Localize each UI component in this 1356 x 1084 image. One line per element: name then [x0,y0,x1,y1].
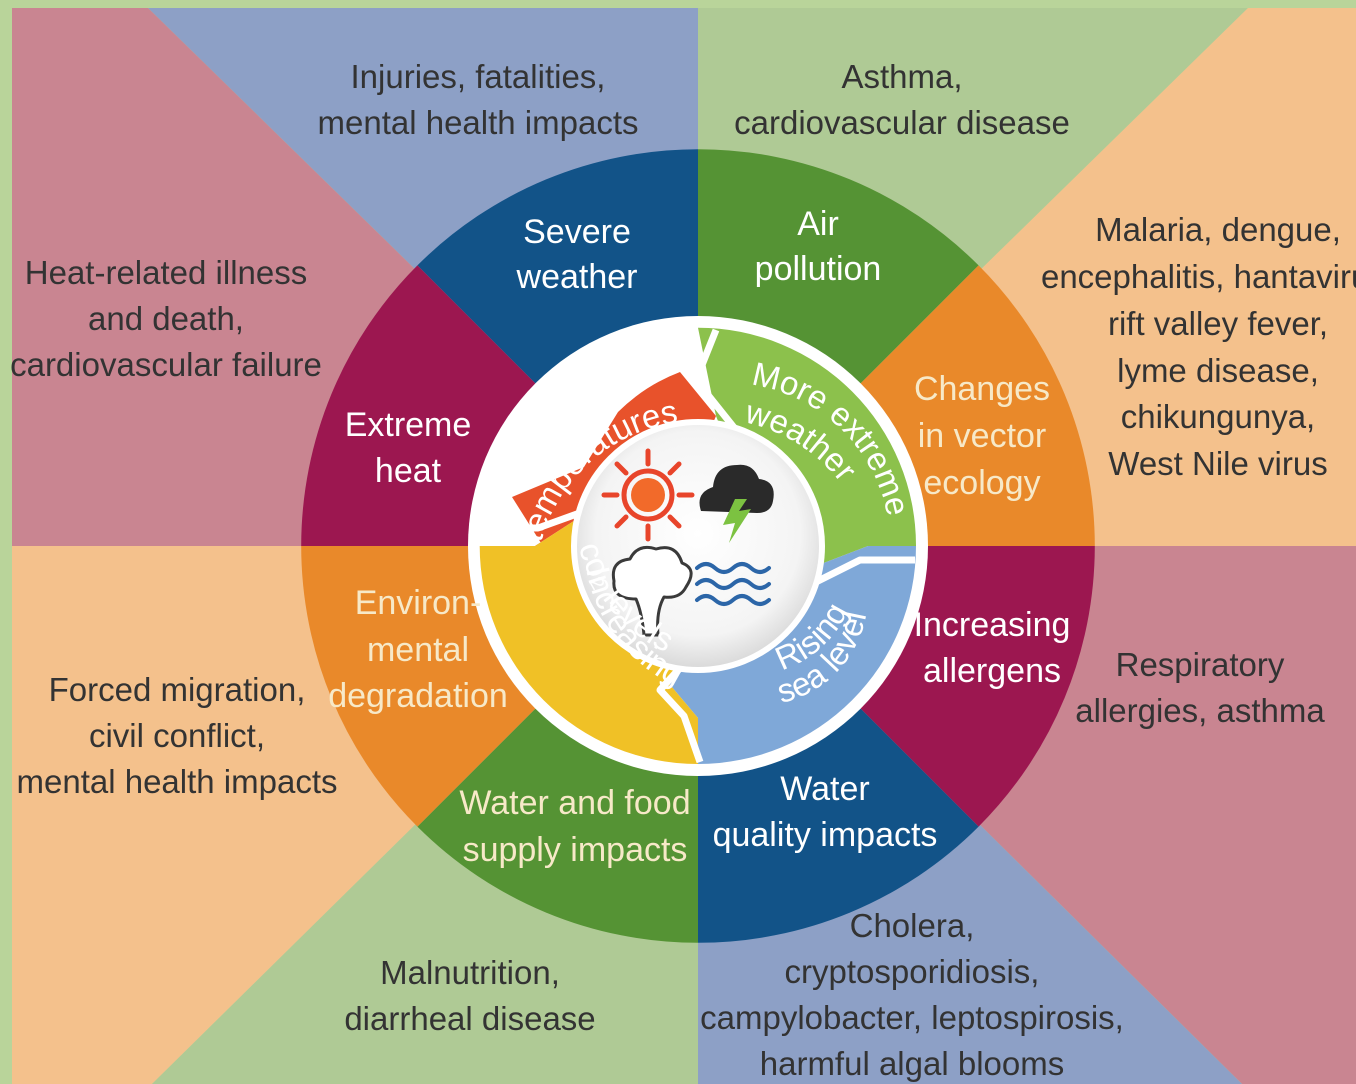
label-extreme-heat-2: heat [375,452,442,490]
label-vector-ecology-1: Changes [914,370,1050,408]
effect-bottom-right-1: Cholera, [850,907,975,944]
effect-lower-right-2: allergies, asthma [1075,692,1325,729]
arrow-rising-temperatures [479,372,716,546]
label-air-pollution-1: Air [797,205,839,243]
effect-upper-left-3: cardiovascular failure [10,346,322,383]
effect-lower-left-3: mental health impacts [17,763,338,800]
label-water-quality-1: Water [780,770,869,808]
label-vector-ecology-3: ecology [923,464,1040,502]
effect-bottom-right-4: harmful algal blooms [760,1045,1064,1082]
label-water-food-2: supply impacts [463,831,688,869]
effect-upper-right-6: West Nile virus [1108,445,1327,482]
waves-icon [695,562,771,606]
effect-lower-right-1: Respiratory [1116,646,1285,683]
effect-lower-left-1: Forced migration, [49,671,306,708]
label-allergens-1: Increasing [914,606,1071,644]
effect-upper-left-1: Heat-related illness [25,254,307,291]
effect-upper-right-1: Malaria, dengue, [1095,211,1341,248]
label-severe-weather-2: weather [516,258,638,296]
effect-lower-left-2: civil conflict, [89,717,265,754]
effect-upper-left-2: and death, [88,300,244,337]
label-vector-ecology-2: in vector [918,417,1047,455]
arrow-rising-sea-levels [666,546,916,764]
effect-upper-right-5: chikungunya, [1121,398,1315,435]
effect-upper-right-2: encephalitis, hantavirus, [1041,258,1356,295]
sun-icon [601,448,695,542]
smoke-plume-icon [611,545,693,637]
ring-labels: Severe weather Air pollution Changes in … [328,205,1070,869]
effect-upper-right-4: lyme disease, [1117,352,1319,389]
label-water-food-1: Water and food [459,784,690,822]
effect-top-right-1: Asthma, [841,58,962,95]
storm-cloud-icon [699,464,774,543]
effect-bottom-right-3: campylobacter, leptospirosis, [700,999,1124,1036]
label-allergens-2: allergens [923,652,1061,690]
effect-upper-right-3: rift valley fever, [1108,305,1328,342]
outer-effect-labels: Injuries, fatalities, mental health impa… [10,58,1356,1082]
label-environmental-2: mental [367,631,469,669]
arrow-more-extreme-weather [698,327,917,569]
label-severe-weather-1: Severe [523,213,631,251]
label-extreme-heat-1: Extreme [345,406,472,444]
label-environmental-3: degradation [328,677,508,715]
effect-top-left-2: mental health impacts [318,104,639,141]
effect-bottom-left-1: Malnutrition, [380,954,560,991]
effect-top-left-1: Injuries, fatalities, [351,58,606,95]
effect-bottom-right-2: cryptosporidiosis, [785,953,1040,990]
driver-arrows [479,327,917,765]
effect-bottom-left-2: diarrheal disease [344,1000,595,1037]
label-water-quality-2: quality impacts [713,816,938,854]
label-air-pollution-2: pollution [755,250,882,288]
label-environmental-1: Environ- [355,584,482,622]
effect-top-right-2: cardiovascular disease [734,104,1070,141]
